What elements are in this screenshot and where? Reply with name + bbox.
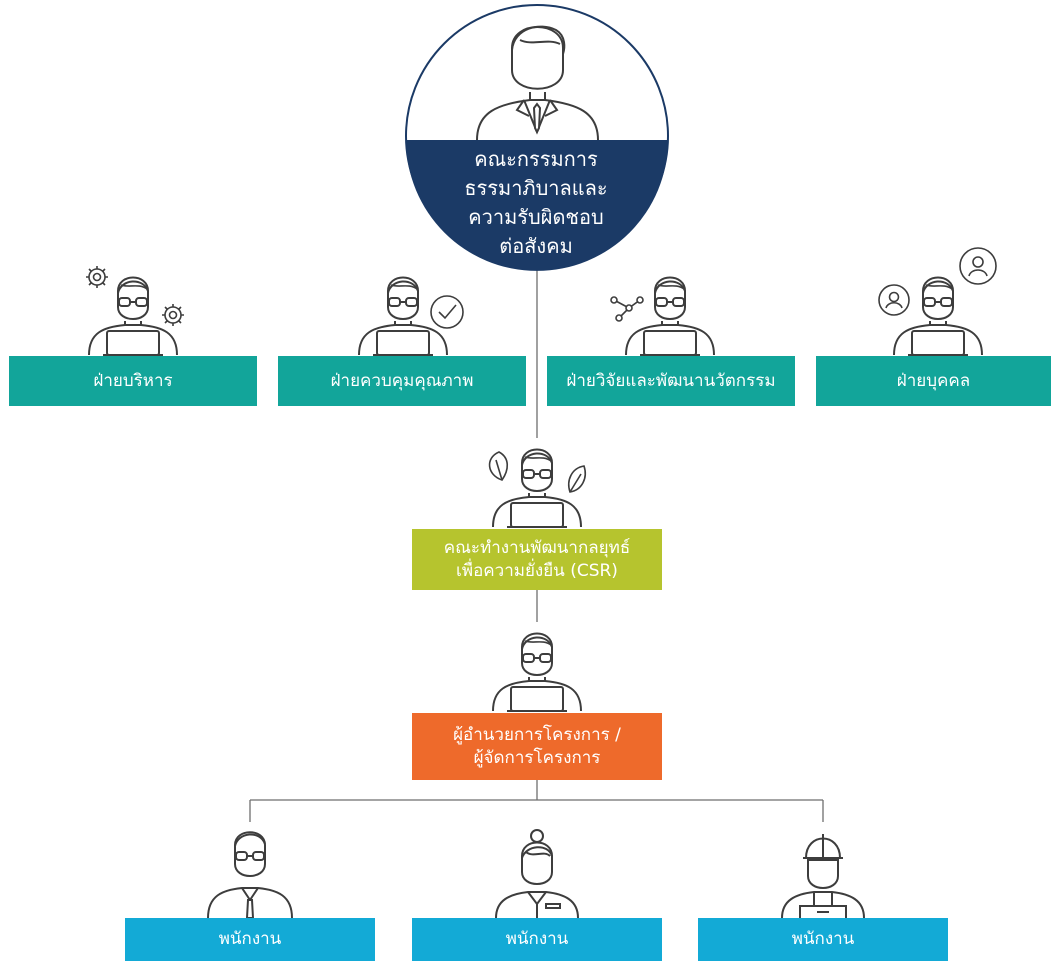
division-icon-research [610,276,715,356]
division-research-label: ฝ่ายวิจัยและพัฒนานวัตกรรม [566,370,776,391]
division-quality-box: ฝ่ายควบคุมคุณภาพ [278,356,526,406]
user-circle-icon [878,247,997,316]
division-quality-label: ฝ่ายควบคุมคุณภาพ [330,370,474,391]
project-manager-box: ผู้อำนวยการโครงการ / ผู้จัดการโครงการ [412,713,662,780]
board-title: คณะกรรมการ ธรรมาภิบาลและ ความรับผิดชอบ ต… [405,145,667,261]
board-node [405,4,669,271]
project-manager-line-1: ผู้อำนวยการโครงการ / [453,724,621,745]
project-manager-line-2: ผู้จัดการโครงการ [473,747,601,768]
leaf-icon [488,451,586,493]
staff-label-2: พนักงาน [505,929,569,949]
division-icon-hr [878,247,997,356]
board-title-line-3: ความรับผิดชอบ [468,205,604,229]
working-group-line-1: คณะทำงานพัฒนากลยุทธ์ [443,537,631,558]
board-title-line-4: ต่อสังคม [499,234,573,258]
staff-label-1: พนักงาน [218,929,282,949]
division-icon-quality [358,276,464,356]
connector-lines [249,270,824,822]
staff-box-1: พนักงาน [125,918,375,961]
network-icon [610,296,644,322]
gears-icon [86,266,184,326]
staff-box-3: พนักงาน [698,918,948,961]
hardhat-worker-icon [781,834,865,919]
office-worker-icon [207,831,293,919]
division-research-box: ฝ่ายวิจัยและพัฒนานวัตกรรม [547,356,795,406]
staff-label-3: พนักงาน [791,929,855,949]
board-title-line-2: ธรรมาภิบาลและ [464,176,608,200]
project-manager-icon [492,632,582,712]
division-icon-admin [86,266,184,356]
check-circle-icon [430,295,464,329]
board-title-line-1: คณะกรรมการ [474,147,598,171]
division-hr-label: ฝ่ายบุคคล [896,370,971,391]
executive-icon [476,25,599,141]
division-admin-box: ฝ่ายบริหาร [9,356,257,406]
division-hr-box: ฝ่ายบุคคล [816,356,1051,406]
female-worker-icon [495,829,579,919]
division-admin-label: ฝ่ายบริหาร [93,370,173,391]
working-group-line-2: เพื่อความยั่งยืน (CSR) [456,560,618,581]
working-group-icon [488,448,586,528]
staff-box-2: พนักงาน [412,918,662,961]
working-group-box: คณะทำงานพัฒนากลยุทธ์ เพื่อความยั่งยืน (C… [412,529,662,590]
